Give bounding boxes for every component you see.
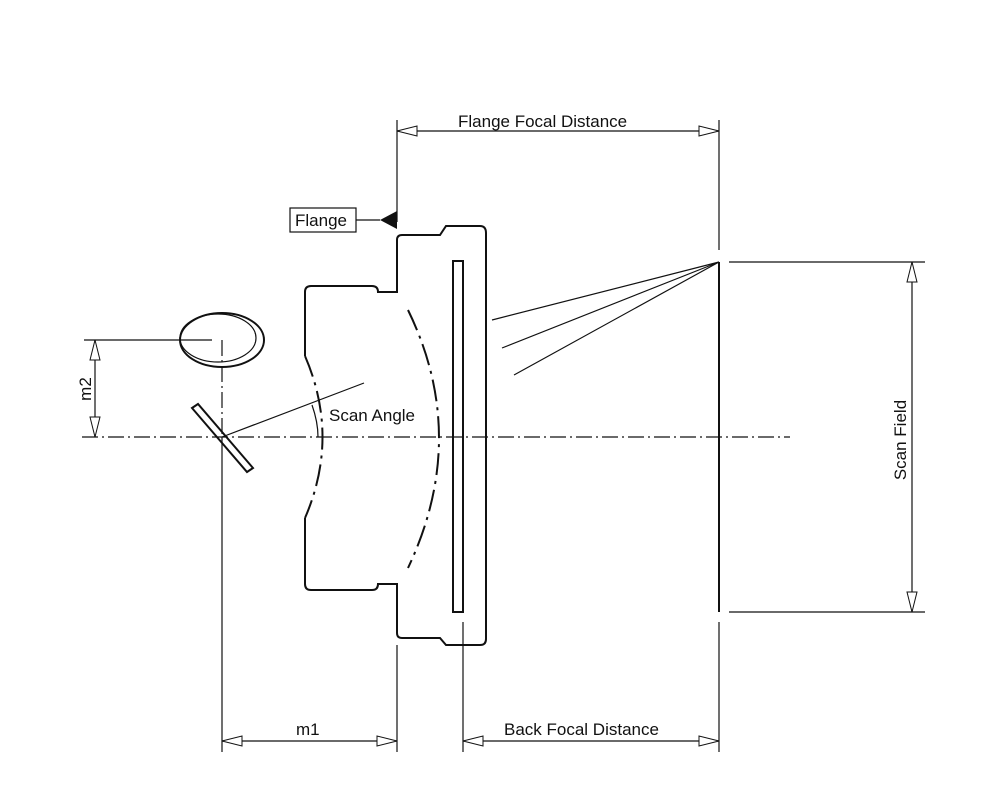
protective-window xyxy=(452,260,464,613)
scan-ray xyxy=(221,382,365,438)
m2-dimension xyxy=(89,339,101,438)
flange-marker xyxy=(289,207,397,233)
m2-label: m2 xyxy=(76,377,95,401)
lens-surface-front xyxy=(304,355,324,519)
mirror-1 xyxy=(190,402,255,474)
flange-label: Flange xyxy=(295,211,347,230)
lens-surface-back xyxy=(407,309,440,569)
back-focal-distance-label: Back Focal Distance xyxy=(504,720,659,739)
flange-focal-distance-dimension xyxy=(396,125,720,137)
back-focal-distance-dimension xyxy=(462,735,720,747)
scan-angle-label: Scan Angle xyxy=(329,406,415,425)
flange-focal-distance-label: Flange Focal Distance xyxy=(458,112,627,131)
extension-lines xyxy=(84,120,925,752)
scan-angle-arc xyxy=(311,404,319,438)
scan-field-label: Scan Field xyxy=(891,400,910,480)
lens-housing xyxy=(304,225,487,646)
scan-field-dimension xyxy=(906,261,918,613)
m1-dimension xyxy=(221,735,398,747)
focused-beams xyxy=(491,261,720,376)
m1-label: m1 xyxy=(296,720,320,739)
